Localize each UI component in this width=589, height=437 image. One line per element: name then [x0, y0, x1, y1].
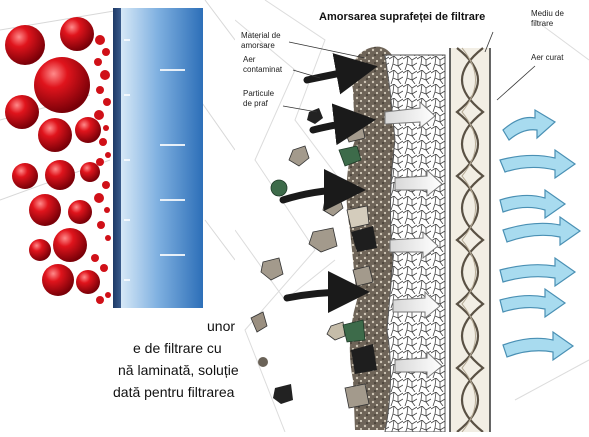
label-dust-particles-1: Particule — [243, 89, 275, 98]
sphere — [34, 57, 90, 113]
sphere — [12, 163, 38, 189]
clean-air-arrow — [500, 150, 575, 178]
label-dust-particles-2: de praf — [243, 99, 269, 108]
label-filter-media-2: filtrare — [531, 19, 554, 28]
filter-media-braid — [450, 48, 490, 432]
clean-air-arrow — [503, 332, 573, 360]
label-priming-material-1: Material de — [241, 31, 281, 40]
label-clean-air: Aer curat — [531, 53, 564, 62]
sphere — [60, 17, 94, 51]
label-contaminated-air-1: Aer — [243, 55, 256, 64]
caption-line-3: nă laminată, soluție — [118, 362, 239, 378]
sphere — [38, 118, 72, 152]
laminated-filter-illustration — [0, 0, 235, 315]
filter-cross-section-diagram: Amorsarea suprafeței de filtrare Materia… — [235, 0, 589, 432]
contaminated-air-arrows — [283, 70, 357, 298]
sphere — [80, 162, 100, 182]
label-filter-media-1: Mediu de — [531, 9, 564, 18]
sphere — [76, 270, 100, 294]
sphere — [29, 239, 51, 261]
incoming-arrow — [287, 292, 349, 298]
label-contaminated-air-2: contaminat — [243, 65, 283, 74]
caption-line-1: unor — [207, 318, 235, 334]
clean-air-arrow — [503, 217, 580, 245]
sphere — [68, 200, 92, 224]
clean-air-arrow — [503, 110, 555, 140]
sphere — [45, 160, 75, 190]
caption-line-2: e de filtrare cu — [133, 340, 222, 356]
panel-edge — [113, 8, 122, 308]
sphere — [5, 95, 39, 129]
caption-line-4: dată pentru filtrarea — [113, 384, 234, 400]
left-illustration-svg — [0, 0, 235, 315]
clean-air-arrow — [500, 190, 565, 218]
diagram-title: Amorsarea suprafeței de filtrare — [319, 11, 485, 23]
clean-air-arrow — [500, 289, 565, 317]
sphere — [29, 194, 61, 226]
sphere — [53, 228, 87, 262]
clean-air-arrow — [500, 258, 575, 286]
sphere — [75, 117, 101, 143]
sphere — [42, 264, 74, 296]
incoming-arrow — [307, 70, 357, 80]
blue-filter-panel — [121, 8, 203, 308]
red-dust-spheres — [5, 17, 101, 296]
clean-air-arrows — [500, 110, 580, 360]
right-diagram-svg: Amorsarea suprafeței de filtrare Materia… — [235, 0, 589, 432]
sphere — [5, 25, 45, 65]
label-priming-material-2: amorsare — [241, 41, 275, 50]
